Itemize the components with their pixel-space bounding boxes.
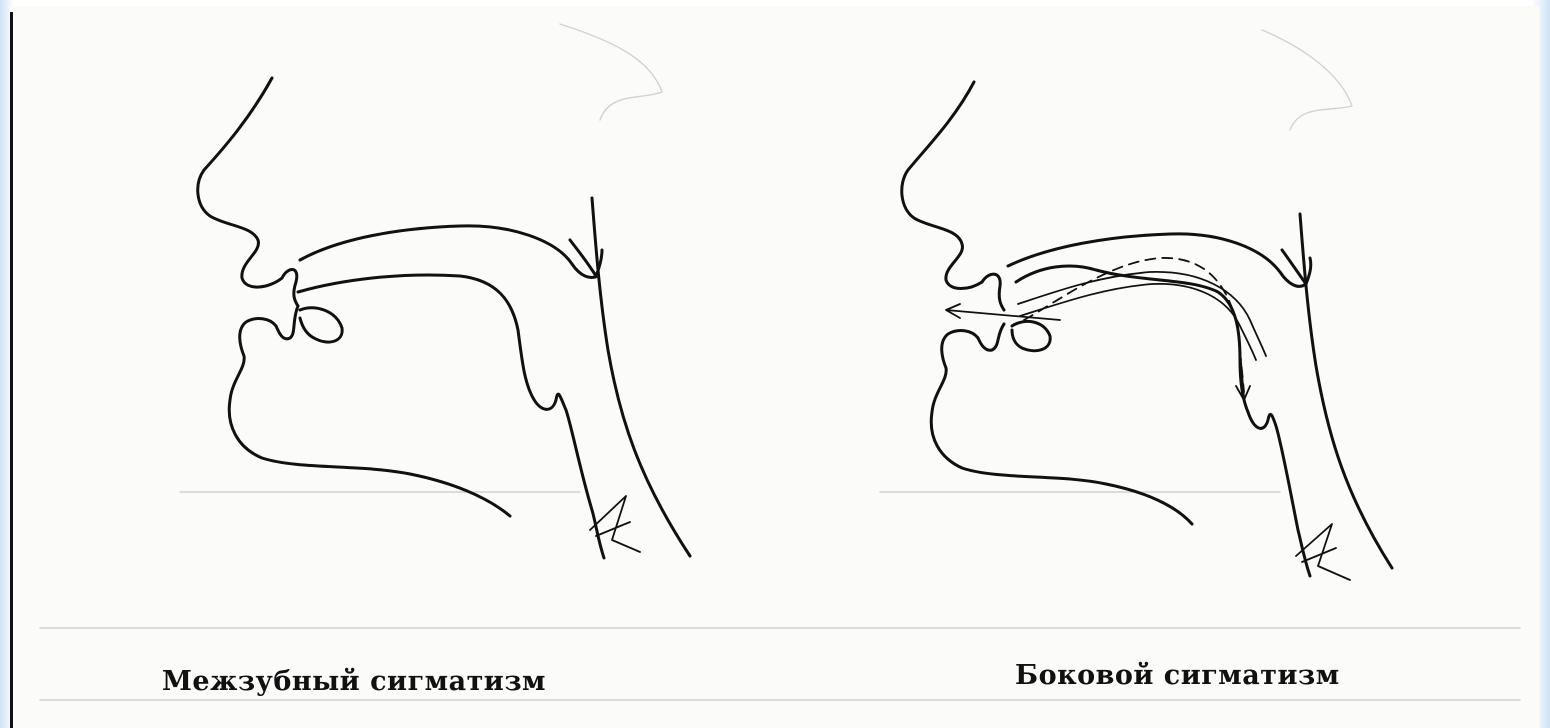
caption-lateral: Боковой сигматизм	[1015, 660, 1340, 691]
protruding-tongue-tip	[300, 308, 342, 342]
upper-teeth	[982, 274, 1004, 310]
upper-teeth	[282, 269, 298, 306]
palate-line	[300, 226, 598, 278]
pharynx-wall	[1300, 214, 1392, 568]
lateral-profile-drawing	[902, 82, 1392, 580]
larynx-voice-symbol	[590, 496, 640, 552]
nose-upper-lip-outline	[198, 78, 282, 287]
interdental-profile-drawing	[198, 78, 690, 558]
pharynx-wall	[592, 198, 690, 556]
tongue-dorsum	[1016, 266, 1310, 576]
lower-lip-chin-outline	[931, 331, 1192, 524]
lower-teeth	[276, 306, 298, 339]
lower-lip-chin-outline	[229, 319, 510, 516]
nose-upper-lip-outline	[902, 82, 982, 289]
scan-bleed-through	[40, 24, 1520, 700]
tongue-tip-loop	[1012, 321, 1050, 350]
caption-interdental: Межзубный сигматизм	[162, 666, 546, 697]
tongue-dorsum	[298, 275, 604, 558]
lower-teeth	[978, 324, 1004, 350]
